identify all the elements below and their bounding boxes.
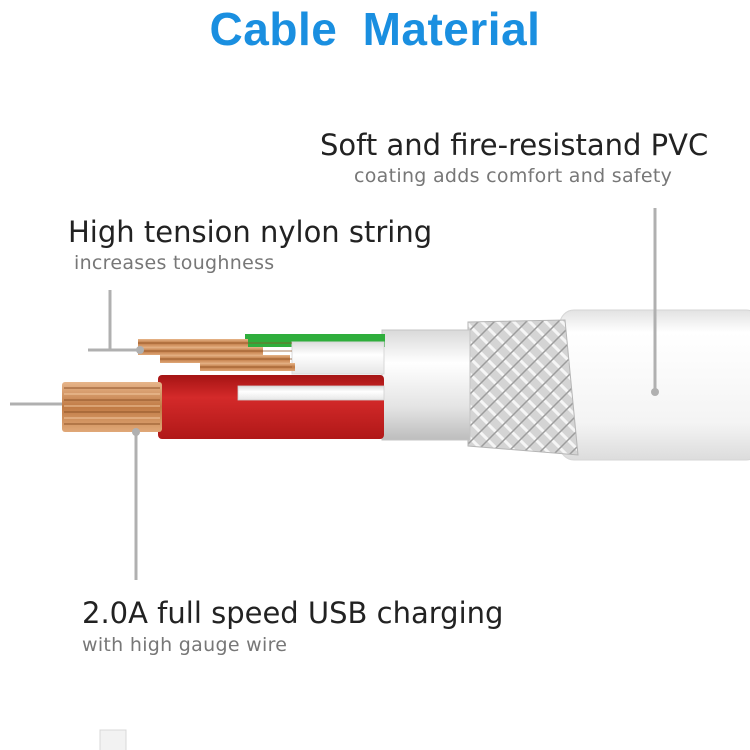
- charging-callout-sub: with high gauge wire: [82, 634, 288, 656]
- white-wire-lower: [237, 385, 385, 401]
- charging-callout-heading: 2.0A full speed USB charging: [82, 596, 504, 630]
- pvc-callout-heading: Soft and fire-resistand PVC: [320, 128, 709, 162]
- page-title: Cable Material: [209, 3, 541, 55]
- red-wire: [158, 375, 384, 439]
- nylon-callout-sub: increases toughness: [74, 252, 275, 274]
- charging-leader-dot: [132, 428, 140, 436]
- pvc-callout-sub: coating adds comfort and safety: [354, 165, 673, 187]
- nylon-callout-heading: High tension nylon string: [68, 215, 433, 249]
- leader-lines: [10, 208, 657, 580]
- copper-strands-lower: [62, 382, 162, 432]
- foil-wrap: [381, 329, 471, 441]
- white-wire-upper: [291, 341, 385, 375]
- pvc-leader-dot: [651, 388, 659, 396]
- nylon-leader-dot: [136, 346, 144, 354]
- copper-strands-upper: [138, 339, 295, 371]
- cable-end-bottom: [99, 729, 127, 750]
- braided-shield: [467, 319, 579, 456]
